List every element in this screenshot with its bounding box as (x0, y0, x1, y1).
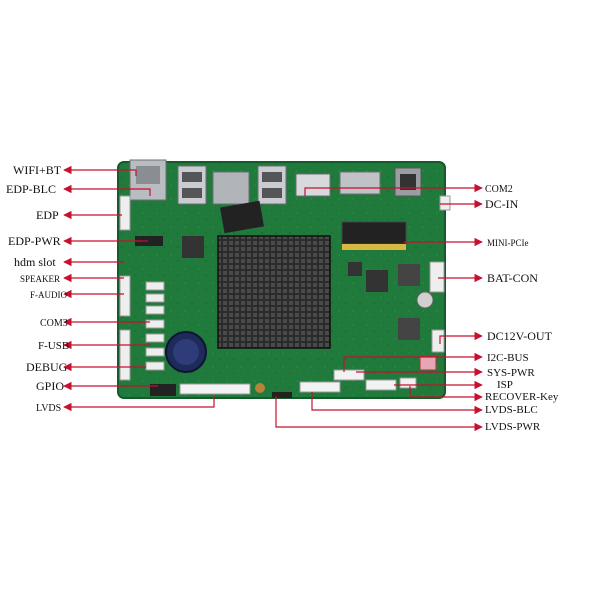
label-edp-blc: EDP-BLC (6, 182, 56, 196)
left-callout-lines (63, 165, 215, 412)
callout-line-left-0 (63, 165, 137, 176)
label-sys-pwr: SYS-PWR (487, 367, 535, 379)
right-callout-lines (275, 183, 483, 432)
callout-line-left-1 (63, 184, 151, 196)
label-debug: DEBUG (26, 360, 68, 374)
left-headers (119, 195, 165, 381)
callout-line-left-11 (63, 396, 215, 412)
label-speaker: SPEAKER (20, 274, 60, 284)
label-mini-pcie: MINI-PCIe (487, 238, 529, 248)
label-com3: COM3 (40, 318, 68, 329)
label-hdm-slot: hdm slot (14, 255, 56, 269)
label-isp: ISP (497, 379, 513, 391)
label-f-audio: F-AUDIO (30, 290, 67, 300)
label-bat-con: BAT-CON (487, 271, 538, 285)
label-f-usb: F-USB (38, 340, 69, 352)
callout-line-right-4 (439, 331, 483, 344)
label-lvds-pwr: LVDS-PWR (485, 421, 541, 433)
callout-line-right-0 (304, 183, 483, 196)
label-gpio: GPIO (36, 379, 64, 393)
label-com2: COM2 (485, 184, 513, 195)
callout-line-right-5 (343, 352, 483, 372)
mini-pcie-slot (341, 221, 407, 245)
coin-battery-icon (165, 331, 207, 373)
label-dc12v-out: DC12V-OUT (487, 329, 553, 343)
label-wifi-bt: WIFI+BT (13, 163, 62, 177)
label-i2c-bus: I2C-BUS (487, 352, 529, 364)
label-dc-in: DC-IN (485, 197, 519, 211)
heatsink-icon (217, 235, 331, 349)
callout-line-right-9 (311, 392, 483, 415)
label-edp: EDP (36, 208, 59, 222)
motherboard-icon (117, 159, 451, 399)
label-lvds: LVDS (36, 403, 61, 414)
label-lvds-blc: LVDS-BLC (485, 404, 538, 416)
right-labels: COM2 DC-IN MINI-PCIe BAT-CON DC12V-OUT I… (485, 184, 559, 433)
label-edp-pwr: EDP-PWR (8, 234, 61, 248)
left-labels: WIFI+BT EDP-BLC EDP EDP-PWR hdm slot SPE… (6, 163, 69, 414)
callout-line-right-10 (275, 396, 483, 432)
callout-line-right-8 (409, 386, 483, 402)
bottom-headers (299, 369, 417, 393)
label-recover-key: RECOVER-Key (485, 391, 559, 403)
